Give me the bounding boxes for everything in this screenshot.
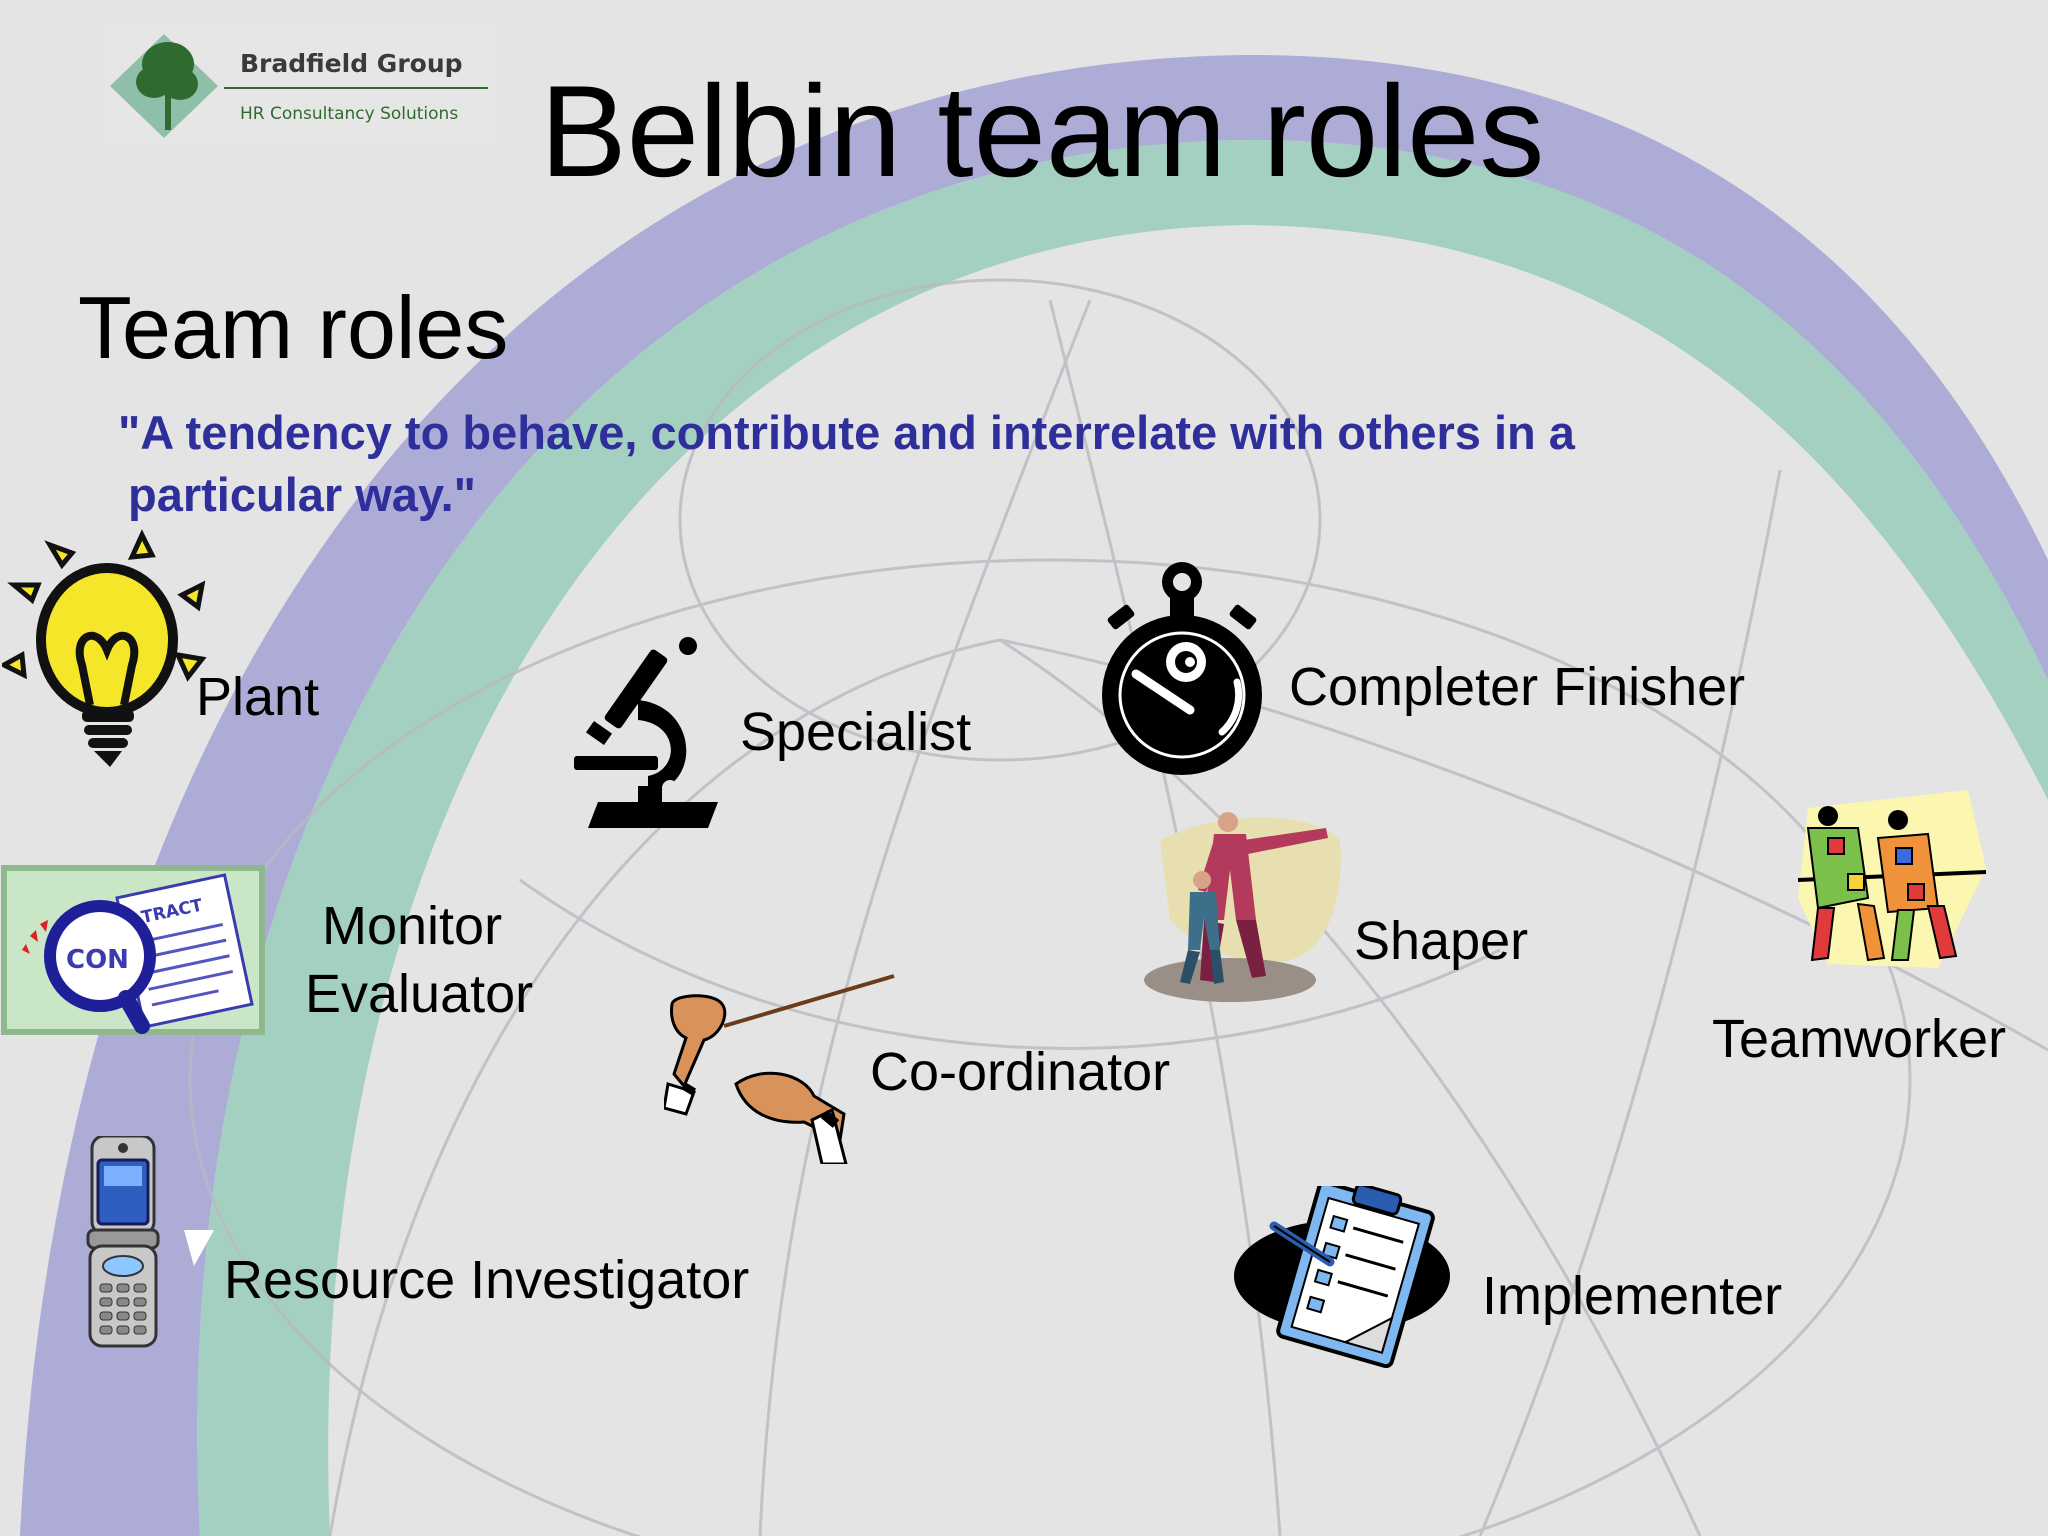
lightbulb-icon [2, 529, 207, 767]
role-label-teamworker: Teamworker [1712, 1009, 2007, 1069]
role-label-resource-investigator: Resource Investigator [224, 1250, 750, 1310]
microscope-icon [574, 637, 718, 828]
stopwatch-icon [1102, 562, 1262, 775]
definition-quote: "A tendency to behave, contribute and in… [118, 402, 1575, 526]
role-label-plant: Plant [196, 667, 320, 727]
quote-line-2: particular way." [128, 468, 476, 521]
clipboard-checklist-icon [1234, 1186, 1450, 1369]
section-heading: Team roles [78, 278, 509, 377]
role-label-coordinator: Co-ordinator [870, 1042, 1171, 1102]
page-title: Belbin team roles [540, 58, 1545, 204]
role-label-shaper: Shaper [1354, 911, 1529, 971]
tree-logo-icon: Bradfield Group HR Consultancy Solutions [106, 26, 496, 144]
logo-company-name: Bradfield Group [240, 49, 463, 78]
magnifier-contract-icon: TRACT CON [1, 865, 265, 1035]
logo-tagline: HR Consultancy Solutions [240, 104, 458, 124]
pointing-men-icon [1144, 812, 1341, 1002]
quote-line-1: "A tendency to behave, contribute and in… [118, 406, 1575, 459]
three-legged-race-icon [1797, 790, 1987, 968]
role-label-monitor: Monitor [322, 896, 503, 956]
svg-text:CON: CON [66, 945, 129, 975]
role-label-specialist: Specialist [740, 702, 972, 762]
role-label-implementer: Implementer [1482, 1266, 1783, 1326]
role-label-completer-finisher: Completer Finisher [1289, 657, 1746, 717]
conductor-hands-icon [664, 974, 895, 1164]
company-logo: Bradfield Group HR Consultancy Solutions [106, 26, 496, 144]
flip-phone-icon [86, 1136, 214, 1348]
role-label-evaluator: Evaluator [305, 964, 534, 1024]
